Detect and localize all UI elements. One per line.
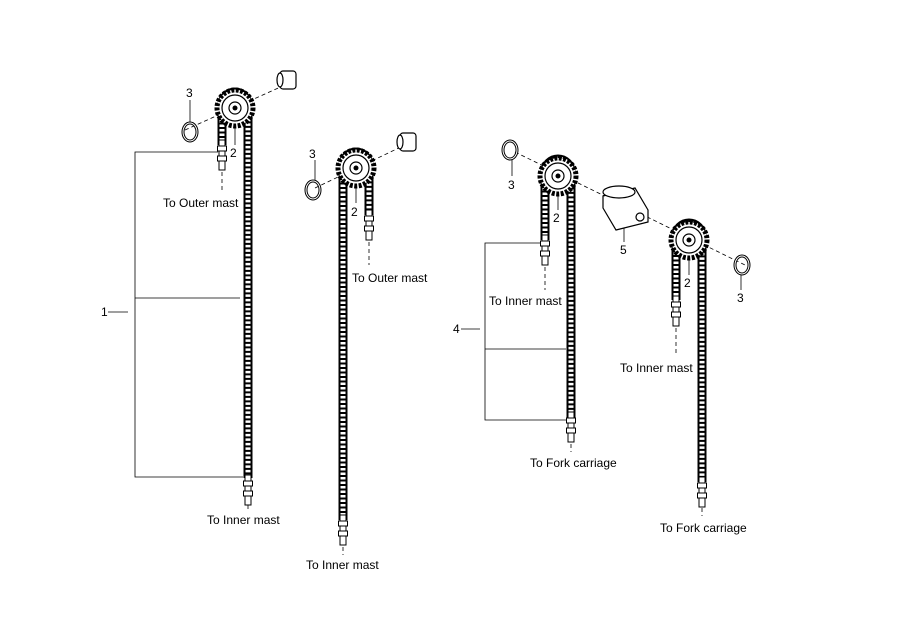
snap-ring [733, 254, 751, 276]
ring-label: 3 [737, 291, 744, 305]
anchor-bolt [566, 411, 576, 443]
assembly-callout: 4 [453, 322, 460, 336]
snap-ring [304, 179, 322, 201]
snap-ring [181, 121, 199, 143]
shaft-sprocket [276, 70, 297, 90]
anchor-bolt [243, 474, 253, 506]
pulley-label: 2 [351, 205, 358, 219]
destination-label: To Outer mast [352, 271, 428, 285]
destination-label: To Fork carriage [530, 456, 617, 470]
pulley-label: 2 [230, 146, 237, 160]
assembly-callout: 1 [101, 305, 108, 319]
anchor-bolt [338, 514, 348, 546]
pulley-label: 2 [553, 211, 560, 225]
anchor-bolt [671, 295, 681, 327]
anchor-bolt [217, 139, 227, 171]
shaft-sprocket [396, 132, 417, 152]
destination-label: To Inner mast [207, 513, 280, 527]
chain-assembly-4: 3 2 To Inner mast To Fork carriage [620, 218, 751, 535]
cylinder-label: 5 [620, 243, 627, 257]
destination-label: To Outer mast [163, 196, 239, 210]
destination-label: To Fork carriage [660, 521, 747, 535]
anchor-bolt [540, 234, 550, 266]
chain-assembly-2: 3 2 To Outer mast To Inner mast [304, 132, 428, 572]
anchor-bolt [697, 476, 707, 508]
anchor-bolt [364, 209, 374, 241]
ring-label: 3 [186, 86, 193, 100]
snap-ring [501, 139, 519, 161]
chain-pulley [671, 222, 707, 258]
chain-pulley [338, 150, 374, 186]
destination-label: To Inner mast [306, 558, 379, 572]
chain-guide-cylinder: 5 [602, 185, 649, 257]
destination-label: To Inner mast [620, 361, 693, 375]
pulley-label: 2 [684, 276, 691, 290]
chain-assembly-1: 3 2 To Outer mast To Inner mast 1 [101, 70, 297, 527]
chain-assembly-3: 3 2 To Inner mast To Fork carriage 4 [453, 139, 746, 470]
ring-label: 3 [508, 178, 515, 192]
ring-label: 3 [309, 147, 316, 161]
chain-pulley [540, 158, 576, 194]
destination-label: To Inner mast [489, 294, 562, 308]
chain-pulley [217, 90, 253, 126]
